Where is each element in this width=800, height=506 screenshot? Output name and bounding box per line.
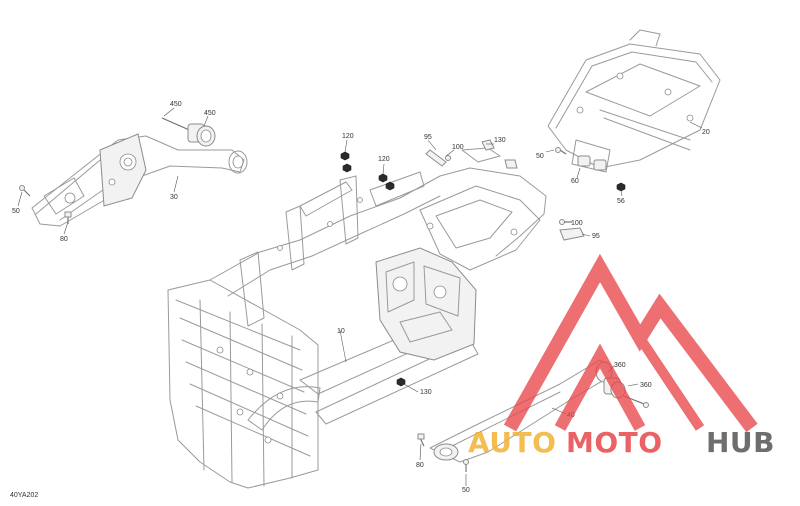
- callout-50-right: 50: [536, 153, 544, 160]
- reference-code: 40YA202: [10, 492, 38, 499]
- callout-120-a: 120: [342, 133, 354, 140]
- callout-56: 56: [617, 198, 625, 205]
- leader-lines: [17, 107, 703, 486]
- watermark-text: AUTO MOTO HUB: [468, 426, 775, 459]
- callout-130-top: 130: [494, 137, 506, 144]
- front-subframe: [547, 29, 721, 192]
- callout-360-b: 360: [640, 382, 652, 389]
- callout-130-mid: 130: [420, 389, 432, 396]
- callout-60: 60: [571, 178, 579, 185]
- callout-30: 30: [170, 194, 178, 201]
- watermark-hub: HUB: [706, 426, 775, 459]
- callout-120-b: 120: [378, 156, 390, 163]
- callout-100-top: 100: [452, 144, 464, 151]
- callout-80-bottom: 80: [416, 462, 424, 469]
- callout-labels: 450 450 30 50 80 120 120 95 100 130 10 1…: [12, 101, 710, 494]
- watermark-auto: AUTO: [468, 426, 556, 459]
- main-frame: [167, 147, 547, 489]
- callout-95-top: 95: [424, 134, 432, 141]
- callout-95-right: 95: [592, 233, 600, 240]
- callout-360-a: 360: [614, 362, 626, 369]
- frame-fasteners: [340, 139, 518, 387]
- callout-450-bolt: 450: [170, 101, 182, 108]
- upper-bushing-assembly: [161, 117, 216, 147]
- callout-10: 10: [337, 328, 345, 335]
- watermark-moto: MOTO: [566, 426, 663, 459]
- watermark-logo: [503, 253, 758, 433]
- callout-50-bottom: 50: [462, 487, 470, 494]
- callout-80-left: 80: [60, 236, 68, 243]
- callout-50-left: 50: [12, 208, 20, 215]
- callout-20: 20: [702, 129, 710, 136]
- left-trailing-arm: [31, 133, 248, 227]
- callout-100-right: 100: [571, 220, 583, 227]
- left-fasteners: [19, 185, 72, 224]
- callout-450-bushing: 450: [204, 110, 216, 117]
